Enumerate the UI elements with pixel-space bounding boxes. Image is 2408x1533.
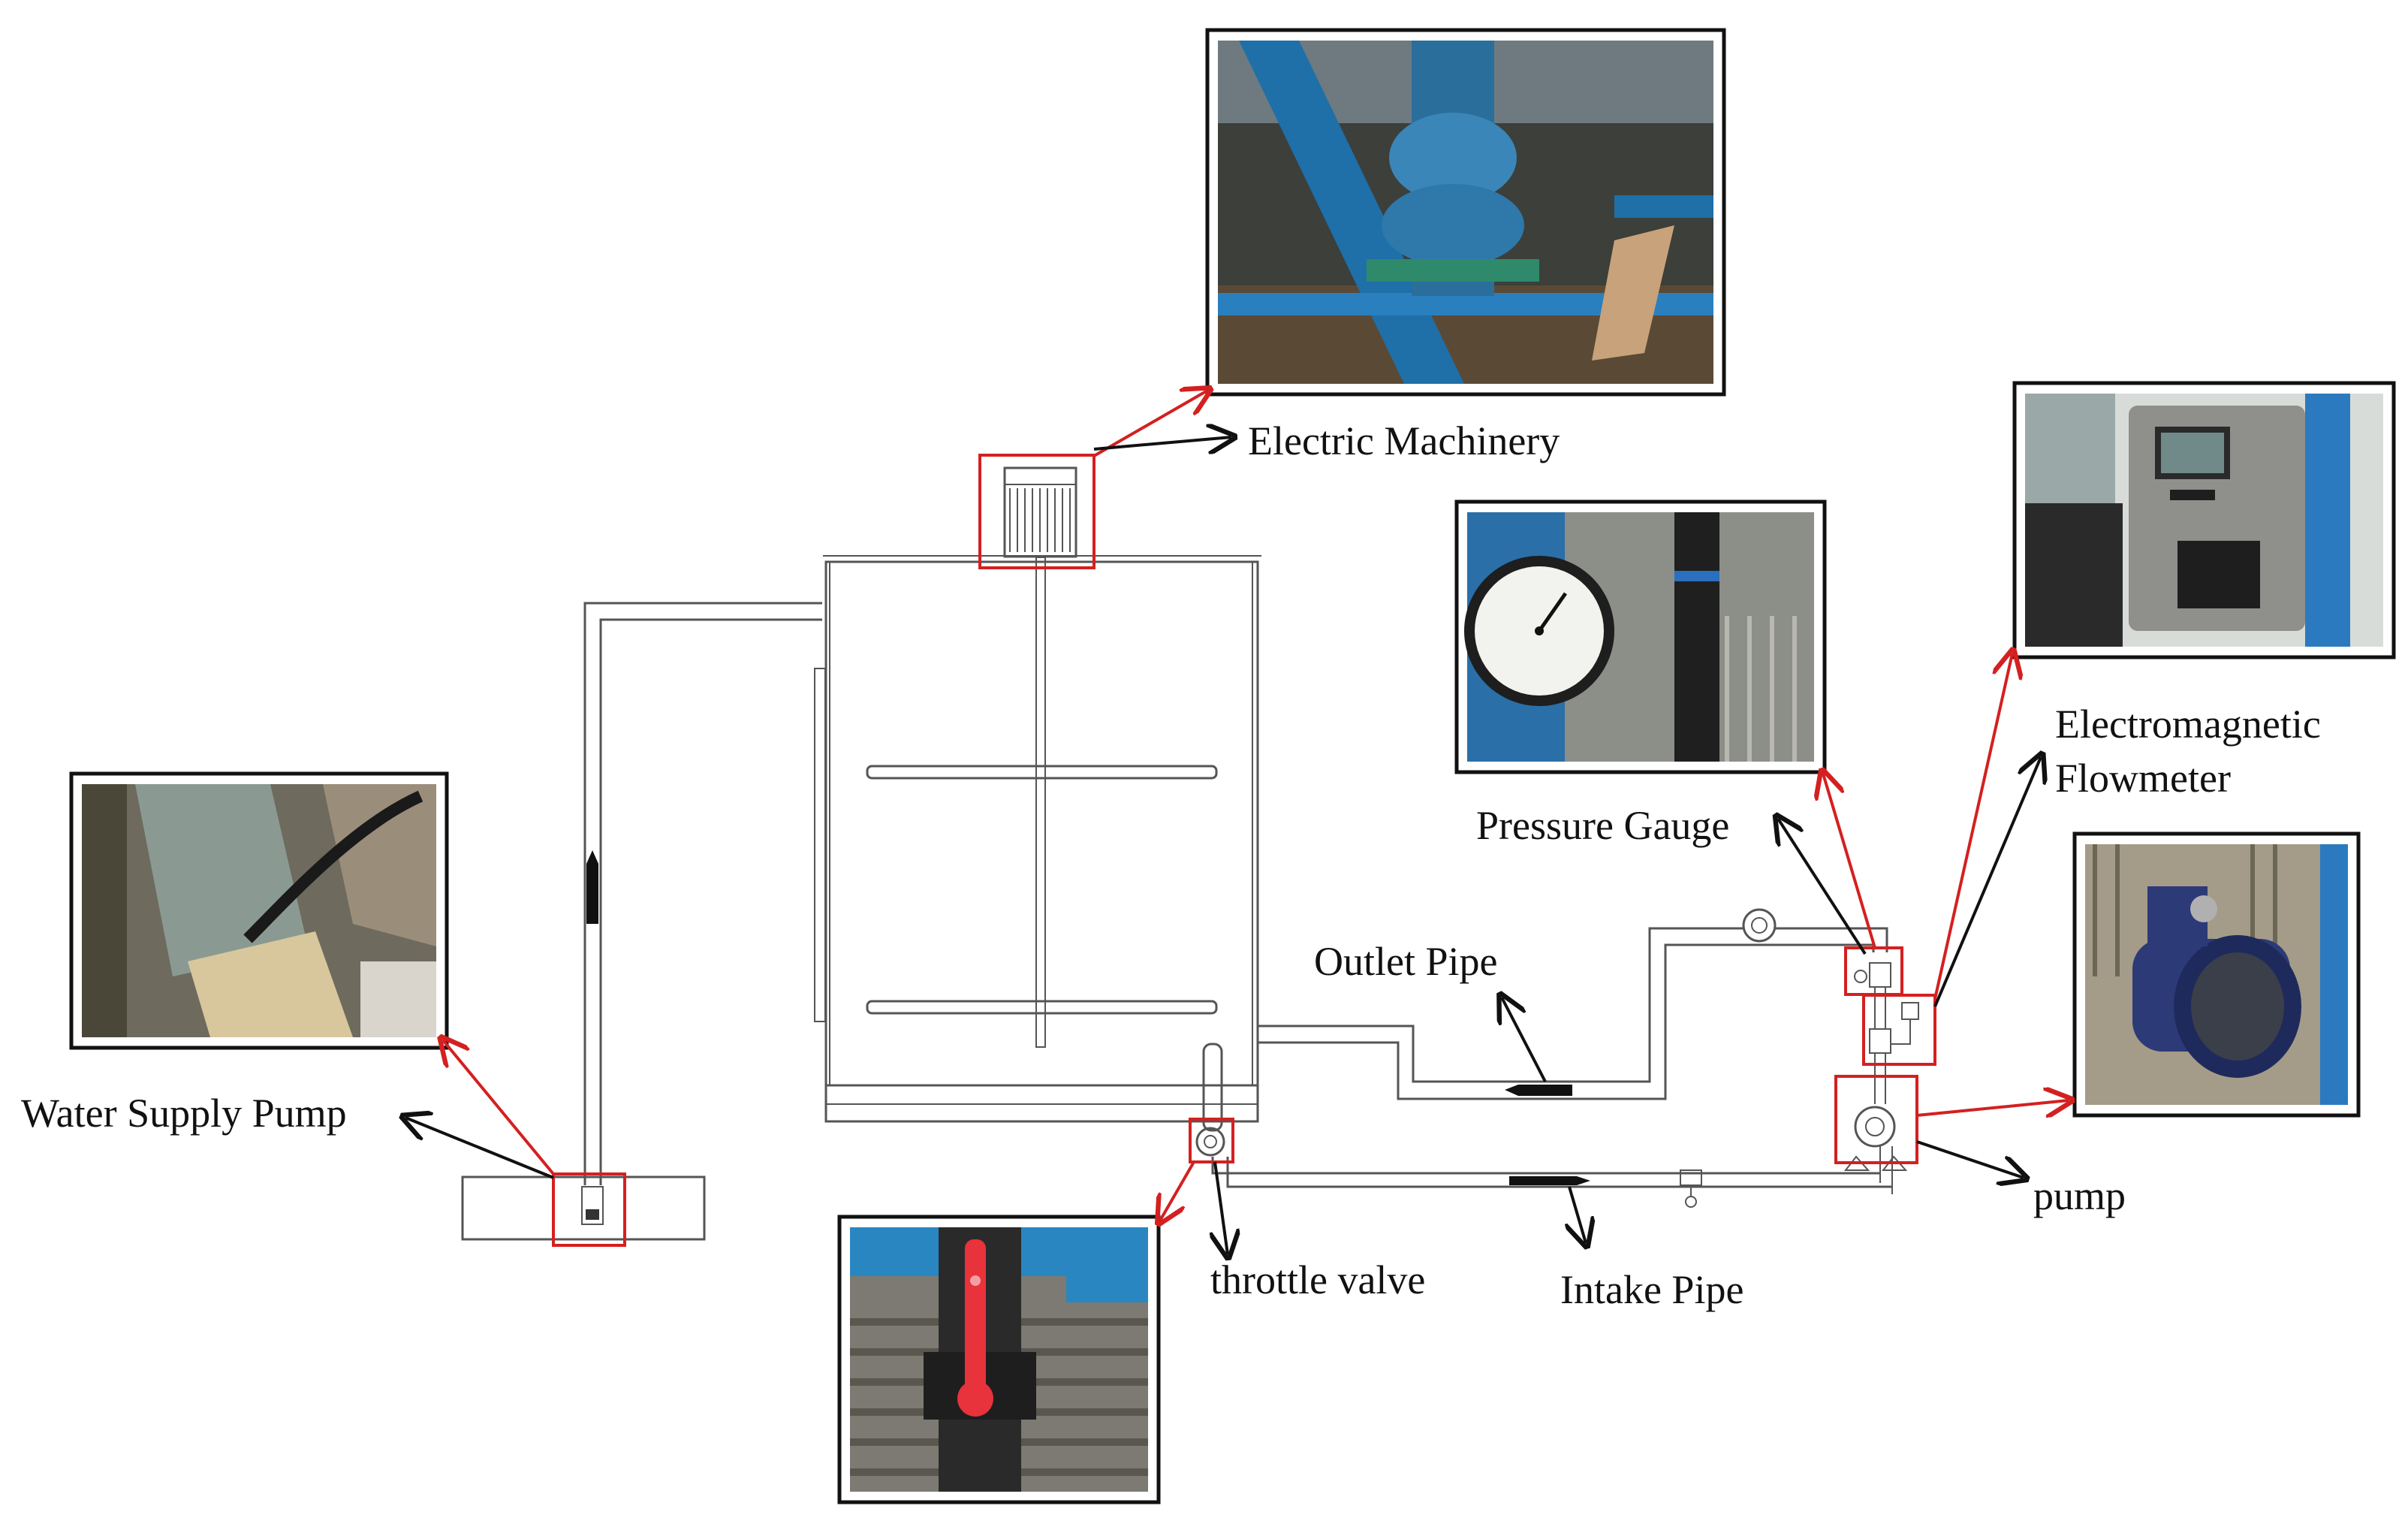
arrow-flowmeter-to-photo — [1933, 653, 2012, 1000]
arrow-valve-to-photo — [1160, 1161, 1195, 1221]
agitator — [866, 557, 1218, 1048]
throttle-valve-label: throttle valve — [1210, 1257, 1425, 1302]
arrow-gauge-to-photo — [1823, 774, 1876, 949]
pump-photo — [2072, 831, 2361, 1118]
electromagnetic-flowmeter-photo — [2012, 381, 2396, 659]
pressure-transducer-symbol — [1854, 962, 1891, 988]
outlet-flow-arrow — [1505, 1085, 1572, 1096]
arrow-supply-pump-to-photo — [443, 1040, 555, 1175]
pressure-gauge-label: Pressure Gauge — [1476, 803, 1729, 848]
electric-machinery-photo — [1205, 28, 1726, 397]
motor-highlight-box — [978, 454, 1096, 569]
water-supply-pump-highlight-box — [552, 1172, 626, 1247]
arrow-supply-pump-to-label — [405, 1118, 554, 1179]
arrow-flowmeter-to-label — [1933, 757, 2041, 1007]
arrow-gauge-to-label — [1778, 819, 1867, 955]
arrow-motor-to-label — [1093, 437, 1231, 449]
intake-pipe-line — [1202, 1043, 1892, 1188]
electromagnetic-flowmeter-label-line2: Flowmeter — [2055, 756, 2231, 801]
water-supply-pump-symbol — [581, 1186, 604, 1225]
arrow-intake-to-label — [1569, 1186, 1586, 1243]
centrifugal-pump-icon — [1843, 1106, 1908, 1194]
throttle-valve-photo — [837, 1215, 1161, 1504]
flowmeter-symbol — [1869, 1002, 1919, 1054]
pump-highlight-box — [1834, 1075, 1918, 1164]
throttle-valve-highlight-box — [1189, 1118, 1234, 1163]
pressure-gauge-icon — [1742, 908, 1777, 943]
electric-machinery-label: Electric Machinery — [1248, 418, 1560, 463]
flow-direction-arrow-icon — [586, 850, 598, 924]
water-supply-pit — [461, 1175, 706, 1241]
flowmeter-highlight-box — [1862, 994, 1936, 1066]
supply-pipe — [583, 602, 822, 1185]
arrow-valve-to-label — [1215, 1161, 1228, 1254]
check-valve-icon — [1680, 1169, 1702, 1208]
water-supply-pump-label: Water Supply Pump — [21, 1091, 347, 1136]
electromagnetic-flowmeter-label-line1: Electromagnetic — [2055, 702, 2321, 747]
valve-icon — [1195, 1127, 1225, 1157]
outlet-pipe-label: Outlet Pipe — [1314, 939, 1497, 984]
arrow-pump-to-label — [1916, 1140, 2024, 1178]
arrow-pump-to-photo — [1916, 1100, 2069, 1115]
water-supply-pump-photo — [69, 771, 449, 1050]
intake-pipe-label: Intake Pipe — [1560, 1267, 1743, 1312]
motor-fins-icon — [1003, 466, 1077, 558]
vertical-riser-pipe — [1874, 987, 1886, 1104]
arrow-motor-to-photo — [1093, 391, 1207, 457]
mixing-tank — [814, 555, 1261, 1123]
intake-flow-arrow — [1509, 1176, 1590, 1185]
pump-label: pump — [2033, 1173, 2126, 1218]
pressure-gauge-photo — [1454, 499, 1827, 774]
arrow-outlet-to-label — [1502, 997, 1547, 1082]
